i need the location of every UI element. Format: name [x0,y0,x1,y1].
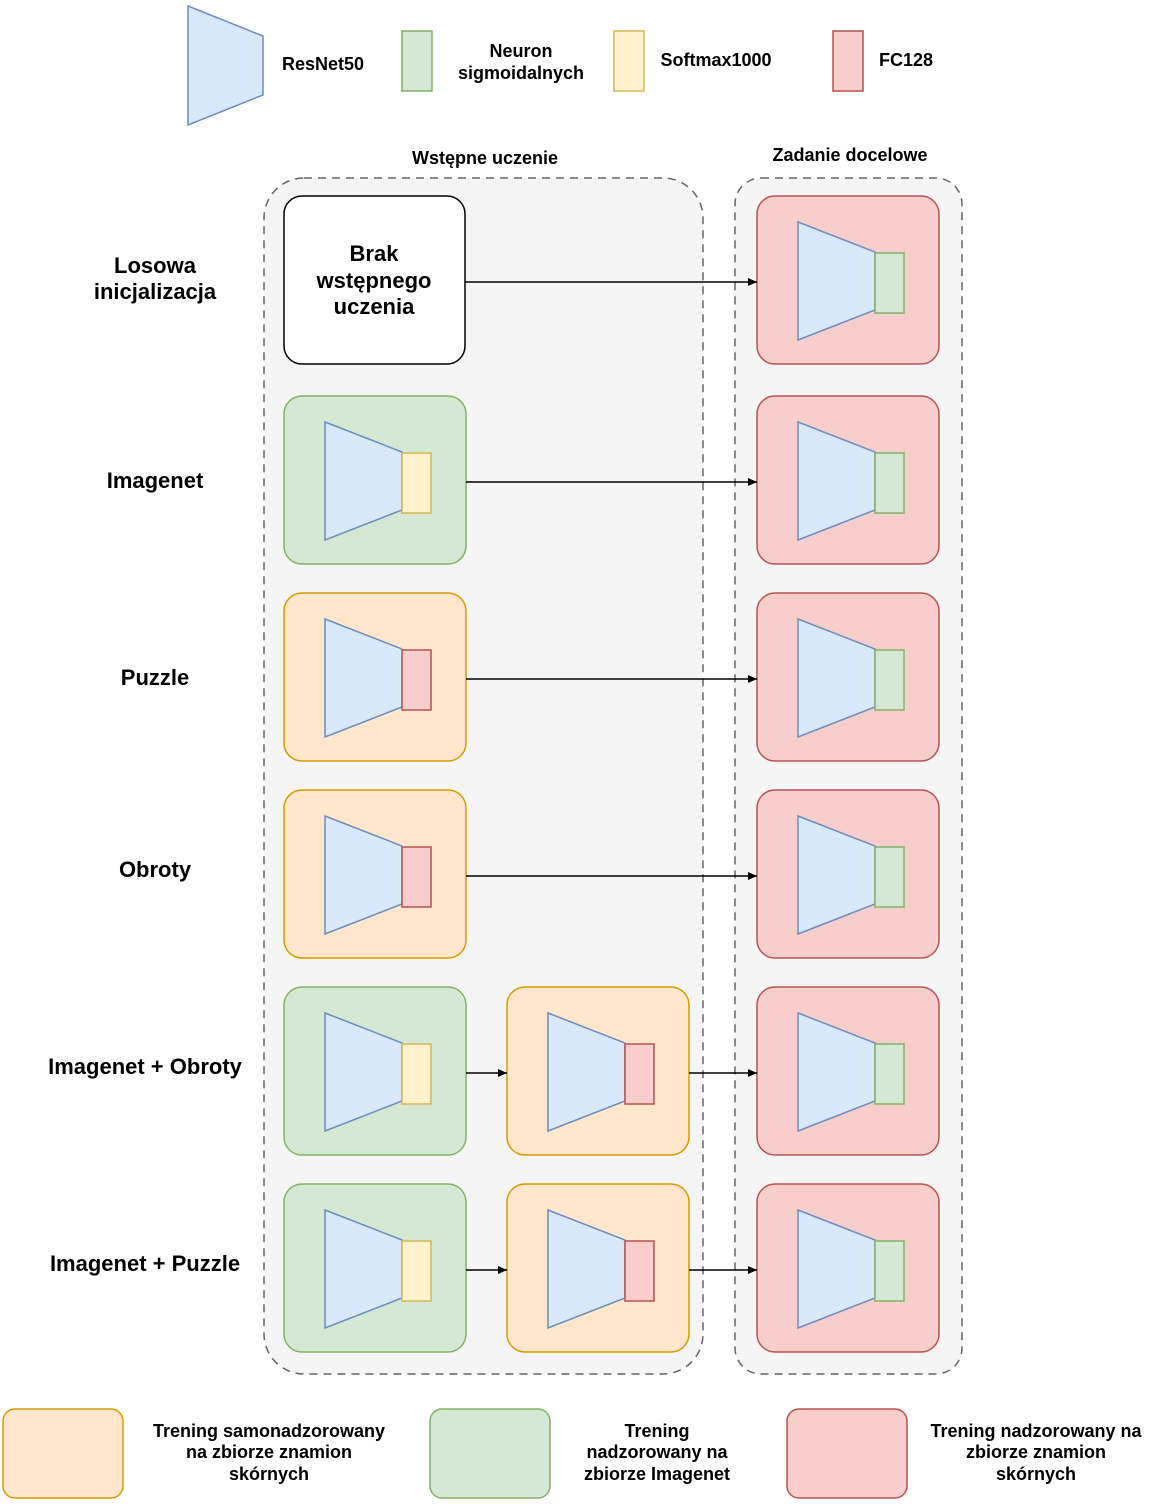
section-title-pretraining: Wstępne uczenie [411,148,559,169]
sigmoid-head [874,649,905,711]
legend-resnet-shape [187,4,264,127]
section-title-target: Zadanie docelowe [772,145,928,166]
fc-head [624,1240,655,1302]
sigmoid-head [874,846,905,908]
fc-head [401,649,432,711]
legend-green-swatch [429,1408,551,1499]
row-label: Imagenet [106,467,204,493]
legend-supervised-label: Trening nadzorowany na zbiorze znamion s… [930,1420,1142,1484]
fc-head [401,846,432,908]
legend-self-supervised-label: Trening samonadzorowany na zbiorze znami… [152,1420,386,1484]
no-pretraining-label: Brak wstępnego uczenia [316,241,432,320]
sigmoid-head [874,252,905,314]
legend-orange-swatch [2,1408,124,1499]
legend-softmax-label: Softmax1000 [660,50,772,71]
softmax-head [401,1240,432,1302]
row-label: Obroty [118,856,192,882]
row-label: Puzzle [120,664,190,690]
legend-sigmoid-swatch [401,30,433,92]
row-label: Imagenet + Obroty [48,1053,242,1079]
legend-fc-swatch [832,30,864,92]
sigmoid-head [874,1043,905,1105]
no-pretraining-box [283,195,466,365]
row-label: Losowa inicjalizacja [93,252,217,304]
sigmoid-head [874,1240,905,1302]
legend-softmax-swatch [613,30,645,92]
fc-head [624,1043,655,1105]
legend-imagenet-label: Trening nadzorowany na zbiorze Imagenet [583,1420,731,1484]
sigmoid-head [874,452,905,514]
legend-sigmoid-label: Neuron sigmoidalnych [457,41,585,83]
legend-fc-label: FC128 [878,50,934,71]
legend-red-swatch [786,1408,908,1499]
legend-resnet-label: ResNet50 [281,54,365,75]
softmax-head [401,452,432,514]
row-label: Imagenet + Puzzle [49,1250,241,1276]
softmax-head [401,1043,432,1105]
